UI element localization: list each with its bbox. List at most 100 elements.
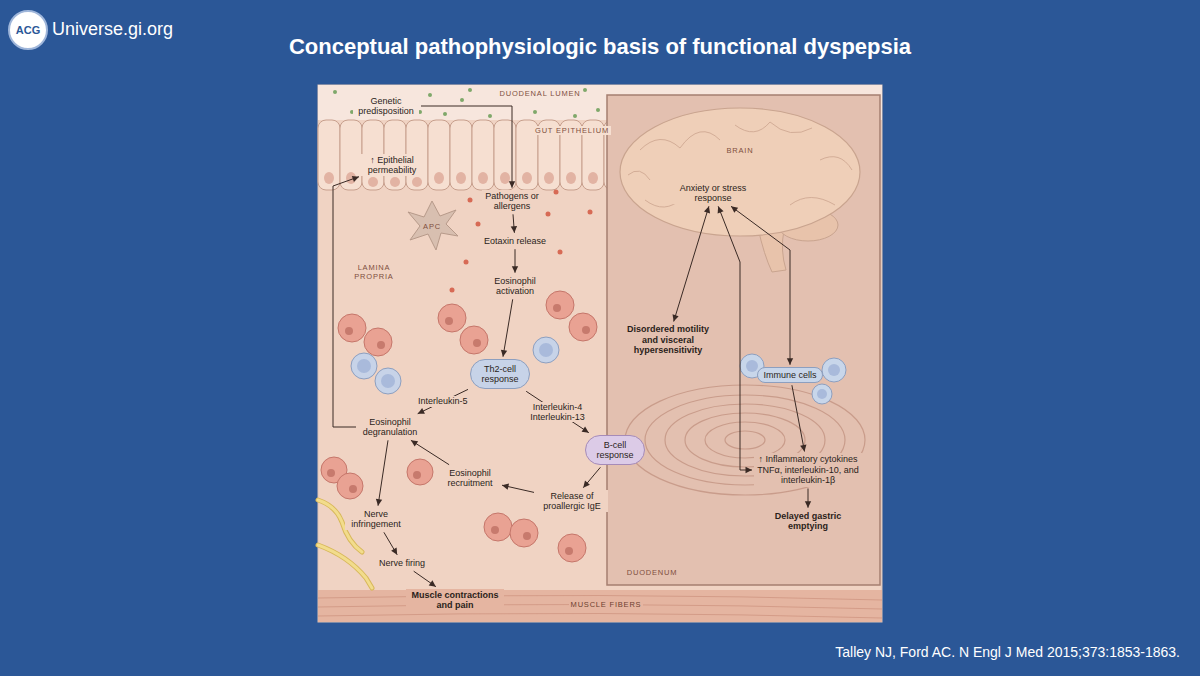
arrowhead bbox=[704, 206, 710, 213]
connector-line bbox=[333, 177, 359, 427]
logo-text: ACG bbox=[16, 24, 40, 36]
node-text: Pathogens or allergens bbox=[484, 191, 540, 212]
immune-cells bbox=[740, 354, 846, 404]
slide-title: Conceptual pathophysiologic basis of fun… bbox=[289, 34, 911, 60]
region-label: GUT EPITHELIUM bbox=[533, 126, 611, 135]
connector bbox=[718, 206, 752, 473]
node-text: Nerve infringement bbox=[347, 509, 405, 530]
arrowhead bbox=[583, 481, 590, 488]
site-name: Universe.gi.org bbox=[52, 19, 173, 41]
connector bbox=[384, 532, 397, 555]
connector-line bbox=[718, 206, 752, 470]
arrowhead bbox=[511, 226, 517, 233]
arrowhead bbox=[501, 350, 507, 357]
process-label: Eosinophil recruitment bbox=[440, 467, 500, 490]
arrowhead bbox=[411, 440, 418, 446]
node-text: Delayed gastric emptying bbox=[755, 511, 861, 532]
arrowhead bbox=[673, 314, 679, 321]
connector bbox=[502, 484, 534, 493]
logo-circle bbox=[9, 11, 47, 49]
region-label: MUSCLE FIBERS bbox=[569, 600, 644, 609]
duodenum-folds bbox=[625, 385, 865, 495]
connector-line bbox=[421, 106, 512, 188]
process-label: Genetic predisposition bbox=[353, 95, 419, 118]
epithelial-cells bbox=[318, 120, 626, 190]
node-text: Eosinophil recruitment bbox=[442, 468, 498, 489]
lymphocytes bbox=[351, 337, 559, 394]
arrowhead bbox=[805, 501, 811, 508]
cell-node: Immune cells bbox=[757, 367, 822, 383]
cell-node: B-cell response bbox=[585, 435, 645, 466]
arrowhead bbox=[718, 206, 724, 213]
outcome-label: Disordered motility and visceral hyperse… bbox=[616, 323, 720, 356]
muscle-striations bbox=[318, 595, 882, 618]
connector-line bbox=[503, 299, 513, 356]
connector bbox=[333, 176, 359, 427]
connector bbox=[501, 299, 513, 356]
lumen-particles bbox=[333, 88, 600, 118]
region-label: BRAIN bbox=[725, 146, 756, 155]
node-text: Eosinophil degranulation bbox=[360, 417, 420, 438]
arrowhead bbox=[787, 358, 793, 365]
connector bbox=[421, 106, 515, 188]
arrowhead bbox=[509, 181, 515, 188]
process-label: Eotaxin release bbox=[482, 235, 548, 247]
node-text: Nerve firing bbox=[379, 558, 425, 568]
node-text: B-cell response bbox=[592, 440, 638, 461]
connector bbox=[673, 206, 711, 321]
region-label: DUODENAL LUMEN bbox=[498, 89, 583, 98]
process-label: Anxiety or stress response bbox=[671, 182, 755, 205]
outcome-label: Muscle contractions and pain bbox=[406, 589, 504, 612]
cell-node: Th2-cell response bbox=[470, 359, 530, 390]
arrowhead bbox=[746, 467, 753, 473]
node-text: ↑ Epithelial permeability bbox=[363, 155, 421, 176]
figure-ground bbox=[318, 85, 882, 622]
connector-line bbox=[792, 385, 805, 451]
apc-cell bbox=[408, 201, 458, 250]
connector bbox=[411, 440, 449, 464]
eosinophil-granules bbox=[327, 304, 590, 555]
process-label: Pathogens or allergens bbox=[482, 190, 542, 213]
node-text: Genetic predisposition bbox=[355, 96, 417, 117]
process-label: Nerve infringement bbox=[345, 508, 407, 531]
arrowhead bbox=[582, 426, 589, 432]
edge-label: Interleukin-4 Interleukin-13 bbox=[525, 402, 591, 423]
arrowhead bbox=[352, 176, 359, 182]
cell-label: APC bbox=[421, 222, 443, 231]
process-label: Nerve firing bbox=[377, 557, 427, 569]
connector bbox=[376, 440, 388, 505]
node-text: Immune cells bbox=[763, 370, 816, 380]
node-text: Eotaxin release bbox=[484, 236, 546, 246]
connector bbox=[511, 214, 517, 233]
arrowhead bbox=[512, 266, 518, 273]
node-text: Th2-cell response bbox=[477, 364, 523, 385]
node-text: ↑ Inflammatory cytokines TNFα, interleuk… bbox=[756, 454, 860, 485]
connector-line bbox=[674, 206, 709, 321]
region-label: DUODENUM bbox=[625, 568, 680, 577]
citation: Talley NJ, Ford AC. N Engl J Med 2015;37… bbox=[835, 644, 1180, 661]
node-text: Anxiety or stress response bbox=[673, 183, 753, 204]
node-text: Release of proallergic IgE bbox=[538, 491, 606, 512]
process-label: Release of proallergic IgE bbox=[536, 490, 608, 513]
arrowhead bbox=[731, 206, 738, 212]
region-label: LAMINA PROPRIA bbox=[348, 263, 400, 281]
arrowhead bbox=[800, 445, 806, 452]
connector-line bbox=[378, 440, 388, 505]
arrowhead bbox=[391, 548, 397, 555]
connector bbox=[512, 249, 518, 273]
node-text: Disordered motility and visceral hyperse… bbox=[618, 324, 718, 355]
edge-label: Interleukin-5 bbox=[416, 396, 470, 406]
connector-line bbox=[583, 467, 600, 487]
brain bbox=[620, 108, 860, 272]
process-label: Eosinophil activation bbox=[485, 275, 545, 298]
node-text: Eosinophil activation bbox=[487, 276, 543, 297]
connector-line bbox=[411, 440, 449, 464]
node-text: Muscle contractions and pain bbox=[408, 590, 502, 611]
connector-line bbox=[384, 532, 397, 555]
connector-line bbox=[414, 571, 436, 587]
arrowhead bbox=[429, 580, 436, 586]
